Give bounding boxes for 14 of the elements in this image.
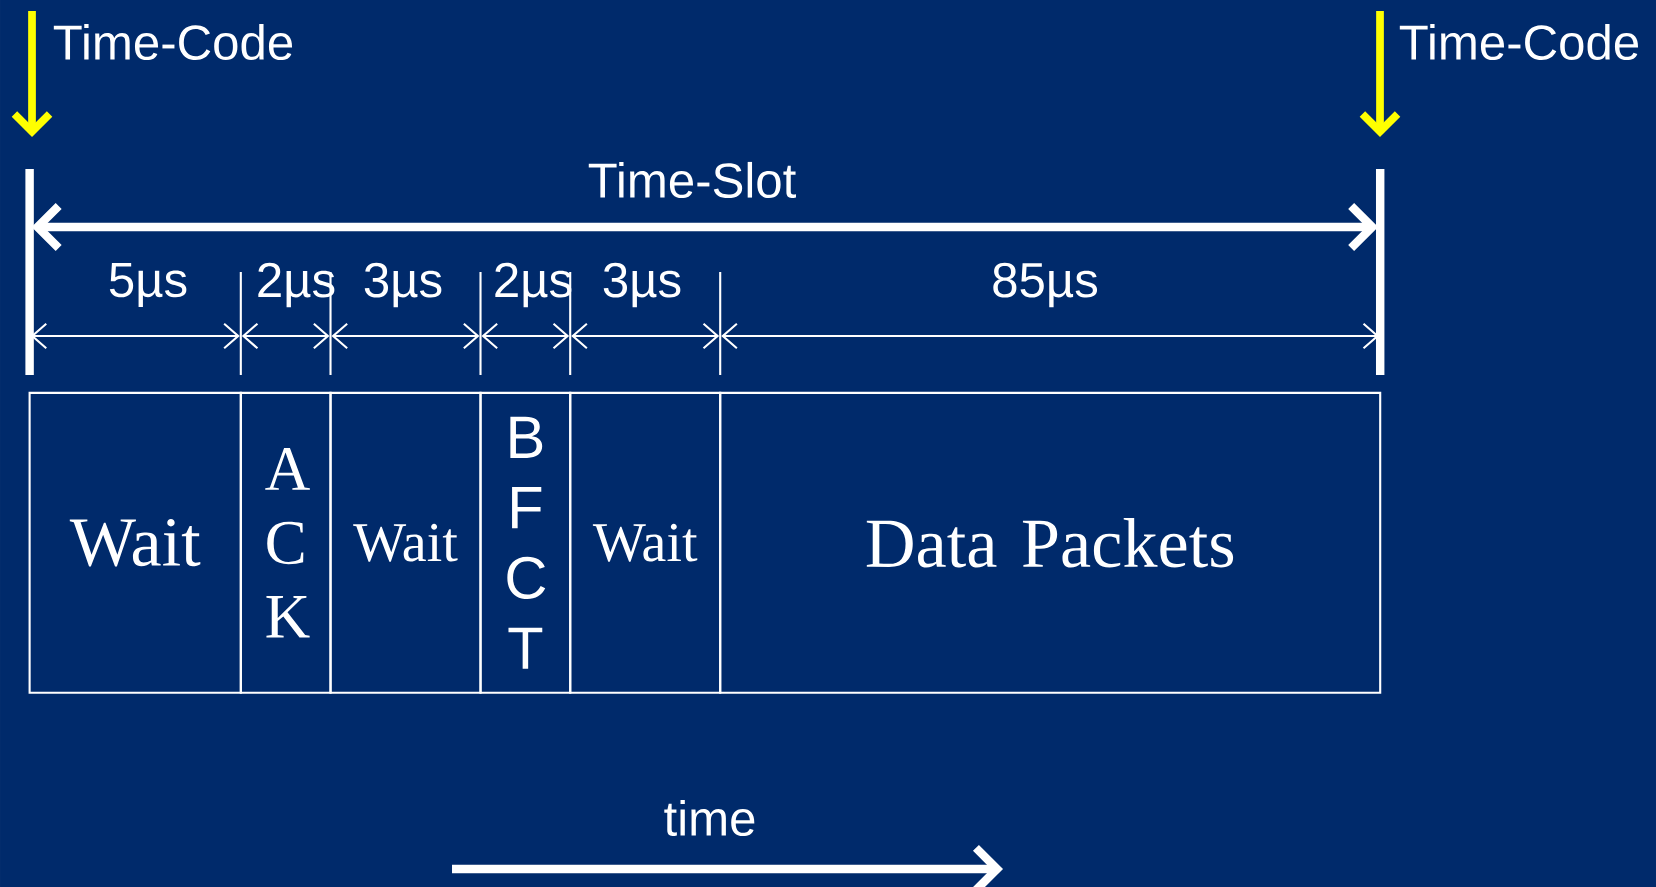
segment-box: Wait — [569, 391, 722, 694]
dimension-label: 85µs — [993, 262, 1098, 308]
dimension-label: 3µs — [364, 262, 442, 308]
segment-box: Wait — [28, 391, 242, 694]
time-code-label: Time-Code — [53, 23, 293, 61]
dimension-label: 3µs — [603, 262, 681, 308]
time-code-label: Time-Code — [1399, 23, 1639, 61]
time-label: time — [664, 799, 755, 837]
segment-box: B F C T — [479, 391, 572, 694]
segment-box: Data Packets — [719, 391, 1382, 694]
segment-box: A C K — [239, 391, 332, 694]
dimension-label: 5µs — [109, 263, 187, 307]
dimension-label: Time-Slot — [588, 161, 796, 199]
segment-box: Wait — [329, 391, 482, 694]
